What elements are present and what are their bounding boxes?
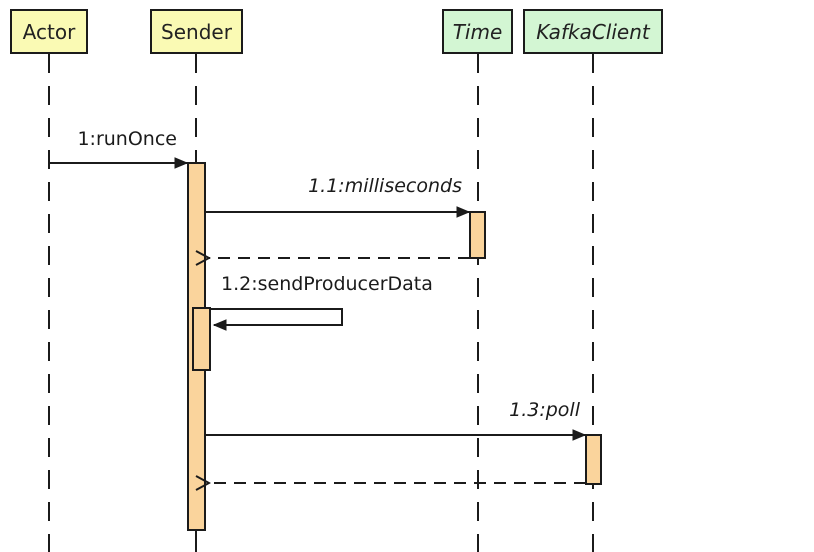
participant-time-label: Time	[452, 19, 503, 44]
participant-actor-label: Actor	[22, 19, 76, 44]
activation-sender-nested	[192, 307, 211, 371]
message-label-sendproducerdata: 1.2:sendProducerData	[221, 273, 433, 295]
activation-kafkaclient	[585, 434, 602, 485]
participant-kafkaclient-label: KafkaClient	[536, 19, 650, 44]
activation-time	[469, 211, 486, 259]
message-label-runonce: 1:runOnce	[77, 128, 177, 150]
participant-actor: Actor	[10, 9, 88, 54]
message-label-poll: 1.3:poll	[509, 399, 580, 421]
message-label-milliseconds: 1.1:milliseconds	[308, 175, 462, 197]
participant-sender-label: Sender	[161, 19, 232, 44]
participant-kafkaclient: KafkaClient	[523, 9, 663, 54]
arrow-self-sendproducerdata	[210, 308, 343, 331]
participant-time: Time	[442, 9, 513, 54]
participant-sender: Sender	[150, 9, 243, 54]
